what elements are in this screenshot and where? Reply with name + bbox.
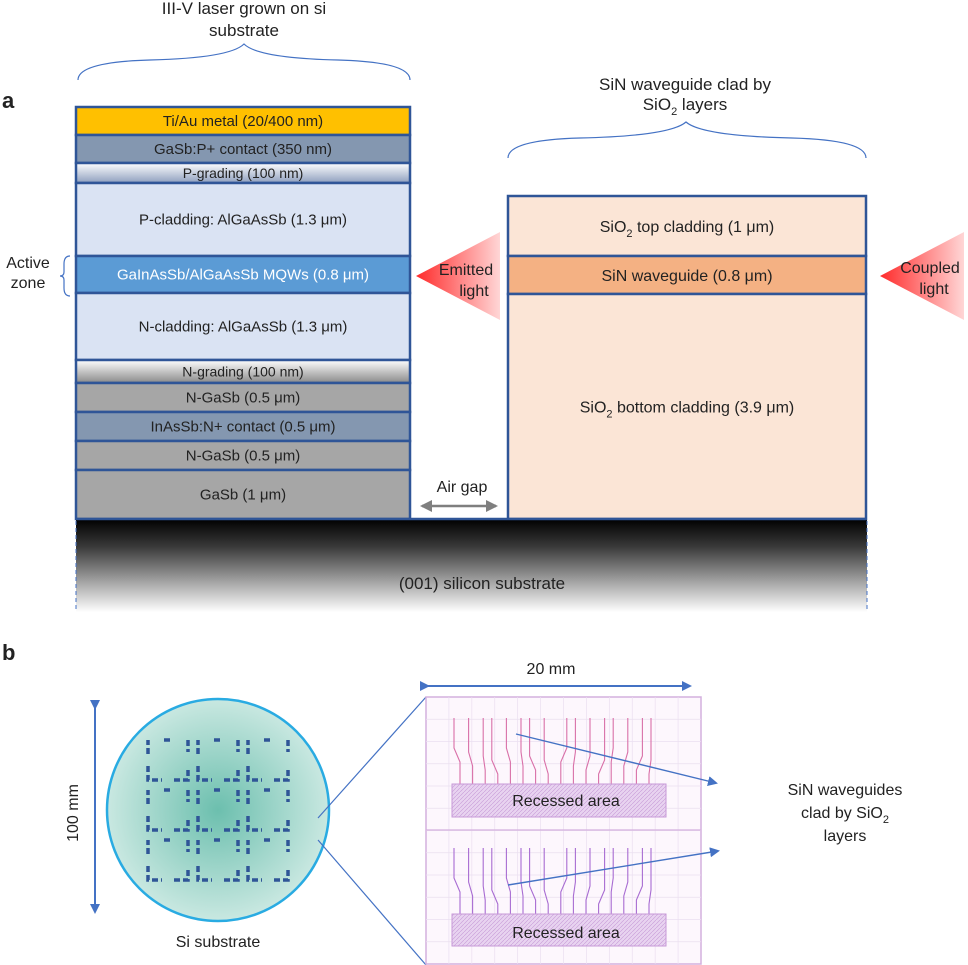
laser-stack: Ti/Au metal (20/400 nm) GaSb:P+ contact (… xyxy=(74,105,412,521)
laser-layer-label: P-cladding: AlGaAsSb (1.3 μm) xyxy=(139,212,347,229)
emitted-light-line1: Emitted xyxy=(439,262,493,279)
silicon-substrate-label: (001) silicon substrate xyxy=(399,574,565,593)
waveguide-line xyxy=(610,848,614,914)
waveguide-stack: SiO2 top cladding (1 μm) SiN waveguide (0… xyxy=(506,194,868,521)
laser-title-line1: III-V laser grown on si xyxy=(162,0,326,18)
laser-layer-label: N-grading (100 nm) xyxy=(182,364,303,380)
active-zone-line1: Active xyxy=(6,255,50,272)
coupled-light-line2: light xyxy=(919,281,949,298)
laser-layer-label: Ti/Au metal (20/400 nm) xyxy=(163,113,323,130)
waveguides-label-line3: layers xyxy=(824,828,867,845)
laser-layer xyxy=(74,381,412,414)
zoom-line-bottom xyxy=(317,839,427,965)
waveguide-line xyxy=(505,718,511,784)
waveguide-line xyxy=(543,718,549,784)
waveguide-line xyxy=(572,718,576,784)
waveguides-label-line2: clad by SiO2 xyxy=(801,805,889,826)
emitted-light-line2: light xyxy=(459,283,489,300)
wafer-die-mark xyxy=(196,738,240,782)
coupled-light-arrow xyxy=(880,232,964,320)
recessed-area-2-label: Recessed area xyxy=(512,925,620,942)
active-zone-brace xyxy=(59,255,71,297)
pointer-arrow-2 xyxy=(507,847,720,886)
laser-brace xyxy=(77,43,411,81)
waveguide-layer-label: SiO2 bottom cladding (3.9 μm) xyxy=(580,400,795,421)
waveguide-line xyxy=(482,848,486,914)
waveguide-layer-label: SiN waveguide (0.8 μm) xyxy=(601,268,772,285)
wafer-die-mark xyxy=(196,838,240,882)
waveguide-layer xyxy=(506,292,868,521)
wafer-die-mark xyxy=(146,838,190,882)
waveguide-title-line2: SiO2 layers xyxy=(643,95,728,118)
waveguide-line xyxy=(543,848,549,914)
laser-layer-label: N-cladding: AlGaAsSb (1.3 μm) xyxy=(139,319,348,336)
laser-layer-label: GaSb (1 μm) xyxy=(200,487,286,504)
panel-b-label: b xyxy=(2,640,15,665)
wafer-dies xyxy=(146,738,290,882)
waveguide-line xyxy=(491,718,499,784)
waveguide-line xyxy=(585,848,591,914)
laser-layer xyxy=(74,410,412,443)
waveguide-line xyxy=(560,848,568,914)
waveguide-line xyxy=(529,848,537,914)
waveguide-line xyxy=(598,718,606,784)
laser-layer xyxy=(74,181,412,258)
wafer-die-mark xyxy=(246,738,290,782)
waveguide-line xyxy=(635,848,643,914)
waveguide-line xyxy=(572,848,576,914)
waveguide-line xyxy=(635,718,643,784)
laser-layer xyxy=(74,439,412,472)
silicon-substrate xyxy=(76,519,867,612)
waveguide-layer-label: SiO2 top cladding (1 μm) xyxy=(600,219,775,240)
waveguide-line xyxy=(491,848,499,914)
waveguides-label-line1: SiN waveguides xyxy=(788,782,903,799)
waveguide-line xyxy=(453,848,461,914)
wafer-die-mark xyxy=(196,788,240,832)
laser-layer-label: GaSb:P+ contact (350 nm) xyxy=(154,141,332,158)
waveguide-title-line1: SiN waveguide clad by xyxy=(599,75,771,94)
laser-layer-label: N-GaSb (0.5 μm) xyxy=(186,448,301,465)
laser-layer-label: InAsSb:N+ contact (0.5 μm) xyxy=(151,419,336,436)
laser-layer-label: P-grading (100 nm) xyxy=(183,165,304,181)
panel-a-label: a xyxy=(2,88,15,113)
wafer-die-mark xyxy=(146,788,190,832)
waveguide-brace xyxy=(507,121,867,159)
zoom-line-top xyxy=(317,696,427,819)
waveguide-line xyxy=(585,718,591,784)
wafer-size-label: 100 mm xyxy=(65,784,82,842)
waveguide-lines xyxy=(453,718,652,914)
emitted-light-arrow xyxy=(416,232,500,320)
waveguide-line xyxy=(623,718,629,784)
laser-layer-label: GaInAsSb/AlGaAsSb MQWs (0.8 μm) xyxy=(117,267,369,284)
wafer-die-mark xyxy=(246,788,290,832)
active-zone-line2: zone xyxy=(11,275,46,292)
laser-title-line2: substrate xyxy=(209,21,279,40)
waveguide-line xyxy=(468,718,474,784)
waveguide-layer xyxy=(506,254,868,296)
waveguide-line xyxy=(453,718,461,784)
die-width-label: 20 mm xyxy=(527,661,576,678)
si-wafer xyxy=(105,697,331,923)
air-gap-label: Air gap xyxy=(437,479,488,496)
recessed-area-1-label: Recessed area xyxy=(512,793,620,810)
laser-layer-label: N-GaSb (0.5 μm) xyxy=(186,390,301,407)
waveguide-line xyxy=(560,718,568,784)
recessed-area-1 xyxy=(451,783,667,818)
waveguide-line xyxy=(468,848,474,914)
waveguide-line xyxy=(520,848,524,914)
waveguide-layer xyxy=(506,194,868,258)
wafer-die-mark xyxy=(146,738,190,782)
wafer-label: Si substrate xyxy=(176,934,261,951)
waveguide-line xyxy=(648,848,652,914)
waveguide-line xyxy=(610,718,614,784)
recessed-area-2 xyxy=(451,913,667,947)
coupled-light-line1: Coupled xyxy=(900,260,960,277)
wafer-die-mark xyxy=(246,838,290,882)
waveguide-line xyxy=(482,718,486,784)
pointer-arrow-1 xyxy=(515,733,718,786)
